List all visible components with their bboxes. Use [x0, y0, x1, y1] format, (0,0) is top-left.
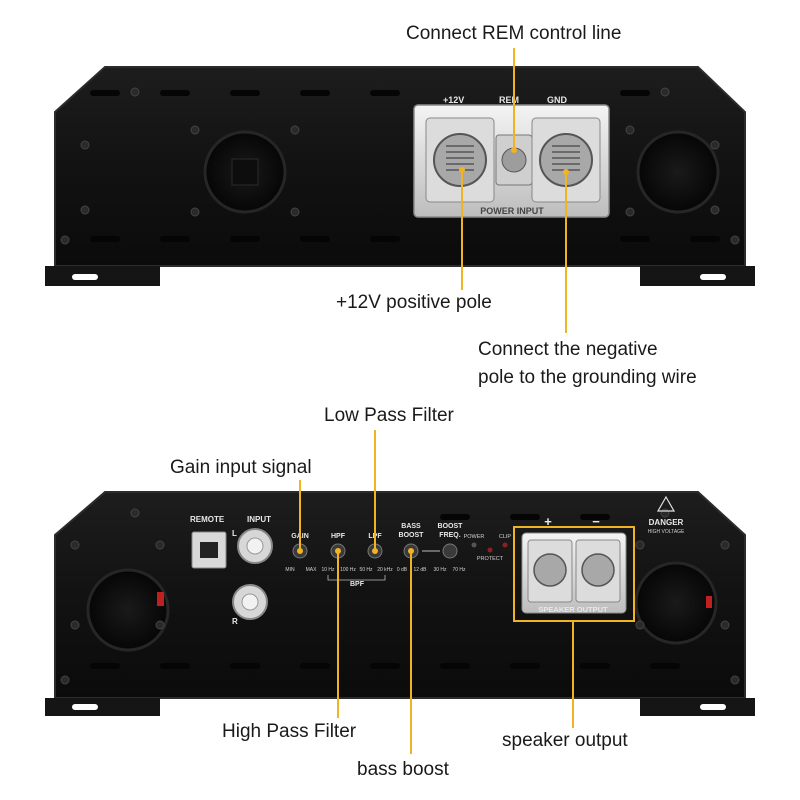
bass-lo-label: 0 dB	[397, 567, 408, 573]
gnd-label: GND	[547, 95, 568, 105]
gain-leader-dot	[297, 548, 303, 554]
hpf-lo-label: 10 Hz	[321, 567, 335, 573]
speaker-output-label: SPEAKER OUTPUT	[538, 605, 608, 614]
freq-lo-label: 30 Hz	[433, 567, 447, 573]
gain-min-label: MIN	[285, 567, 295, 573]
danger-label: DANGER	[649, 518, 684, 527]
remote-label: REMOTE	[190, 515, 225, 524]
protect-led-label: PROTECT	[477, 556, 504, 562]
protect-led	[487, 547, 493, 553]
freq-hi-label: 70 Hz	[452, 567, 466, 573]
hpf-callout: High Pass Filter	[222, 721, 357, 742]
top-amplifier: +12V REM GND POWER INPUT	[45, 66, 755, 286]
bottom-mount-foot-right	[640, 698, 755, 716]
top-mount-slot-left	[72, 274, 98, 280]
bass-boost-label-1: BASS	[401, 523, 421, 530]
top-fan-left-hub	[231, 158, 259, 186]
boost-freq-label-2: FREQ.	[439, 532, 460, 539]
input-r-label: R	[232, 617, 238, 626]
rem-callout: Connect REM control line	[406, 23, 622, 44]
boost-freq-label-1: BOOST	[438, 523, 464, 530]
bottom-screws	[60, 508, 740, 685]
rem-label: REM	[499, 95, 519, 105]
bass-leader-dot	[408, 548, 414, 554]
speaker-output-terminal: + − SPEAKER OUTPUT	[521, 514, 627, 614]
rem-leader-dot	[511, 147, 517, 153]
bottom-fan-left	[86, 568, 170, 652]
gain-max-label: MAX	[306, 567, 318, 573]
hpf-hi-label: 100 Hz	[340, 567, 356, 573]
lpf-callout: Low Pass Filter	[324, 405, 454, 426]
clip-led	[502, 542, 508, 548]
bass-boost-label-2: BOOST	[399, 532, 425, 539]
plus12v-leader-dot	[459, 167, 465, 173]
lpf-lo-label: 50 Hz	[359, 567, 373, 573]
gnd-callout-line2: pole to the grounding wire	[478, 367, 697, 388]
bpf-label: BPF	[350, 581, 365, 588]
plus12v-terminal-screw	[433, 133, 487, 187]
speaker-callout: speaker output	[502, 730, 628, 751]
input-label: INPUT	[247, 515, 271, 524]
callout-lines	[297, 48, 574, 754]
top-vent-slots	[90, 90, 720, 242]
danger-warning-icon	[656, 495, 676, 512]
plus12v-label: +12V	[443, 95, 464, 105]
hpf-leader-dot	[335, 548, 341, 554]
hpf-label: HPF	[331, 533, 346, 540]
bottom-mount-foot-left	[45, 698, 160, 716]
bottom-amplifier: REMOTE INPUT L R GAIN HPF LPF BASS BOOST…	[45, 491, 755, 716]
speaker-plus-screw	[533, 553, 567, 587]
power-led	[471, 542, 477, 548]
lpf-leader-dot	[372, 548, 378, 554]
top-mount-foot-right	[640, 266, 755, 286]
power-input-terminal: +12V REM GND POWER INPUT	[413, 95, 610, 218]
top-fan-right	[636, 130, 720, 214]
speaker-minus-label: −	[592, 514, 600, 529]
plus12v-callout: +12V positive pole	[336, 292, 492, 313]
high-voltage-label: HIGH VOLTAGE	[648, 529, 685, 535]
lpf-hi-label: 20 kHz	[377, 567, 393, 573]
top-mount-slot-right	[700, 274, 726, 280]
gain-callout: Gain input signal	[170, 457, 312, 478]
gnd-leader-dot	[563, 169, 569, 175]
bottom-vent-slots	[90, 514, 680, 669]
top-screws	[60, 87, 740, 245]
speaker-minus-screw	[581, 553, 615, 587]
bass-callout: bass boost	[357, 759, 449, 780]
input-l-label: L	[232, 529, 237, 538]
power-input-label: POWER INPUT	[480, 206, 544, 216]
speaker-plus-label: +	[544, 514, 552, 529]
power-led-label: POWER	[464, 534, 485, 540]
gnd-callout-line1: Connect the negative	[478, 339, 658, 360]
bottom-fan-right	[634, 561, 718, 645]
bass-hi-label: 12 dB	[413, 567, 427, 573]
boost-freq-knob	[442, 543, 458, 559]
clip-led-label: CLIP	[499, 534, 512, 540]
top-mount-foot-left	[45, 266, 160, 286]
